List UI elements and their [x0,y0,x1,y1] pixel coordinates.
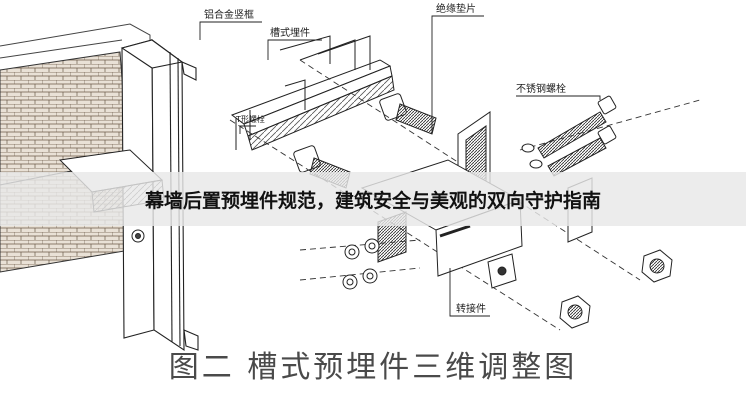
channel-rail [230,35,395,151]
hex-nut-bottom [559,295,591,329]
t-bolt-upper [379,93,437,135]
stainless-bolt-upper [537,95,617,159]
label-aluminum-frame: 铝合金竖框 [204,8,254,21]
title-banner: 幕墙后置预埋件规范，建筑安全与美观的双向守护指南 [0,172,746,226]
hex-nut-right [641,249,673,283]
washers-right [521,143,543,169]
leader-lines [199,15,601,317]
label-stainless-bolt: 不锈钢螺栓 [516,82,566,95]
washers-left [342,238,380,290]
label-adapter-piece: 转接件 [456,302,486,315]
label-insulation-gasket: 绝缘垫片 [436,2,476,15]
label-channel-embed: 槽式埋件 [270,26,310,39]
square-washer [487,253,517,289]
banner-title: 幕墙后置预埋件规范，建筑安全与美观的双向守护指南 [144,189,601,212]
diagram-caption: 图二 槽式预埋件三维调整图 [168,350,578,385]
label-t-bolt: T形螺栓 [235,114,265,124]
